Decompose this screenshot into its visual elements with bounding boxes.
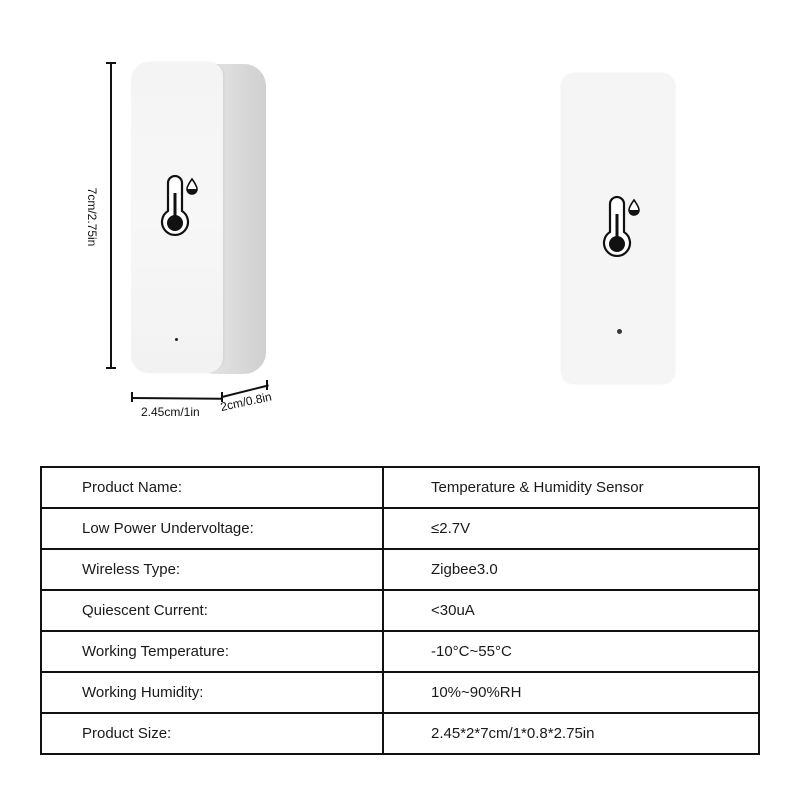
spec-value: -10°C~55°C [382,630,760,673]
status-led [175,338,178,341]
spec-label: Low Power Undervoltage: [40,507,384,550]
table-row: Product Size: 2.45*2*7cm/1*0.8*2.75in [40,712,760,755]
table-row: Working Humidity: 10%~90%RH [40,671,760,714]
table-row: Wireless Type: Zigbee3.0 [40,548,760,591]
spec-label: Wireless Type: [40,548,384,591]
spec-value: 10%~90%RH [382,671,760,714]
spec-value: Temperature & Humidity Sensor [382,466,760,509]
depth-dimension-cap [266,380,268,390]
spec-label: Working Humidity: [40,671,384,714]
width-dimension-label: 2.45cm/1in [141,405,200,419]
width-dimension-line [131,397,223,400]
height-dimension-cap-bottom [106,367,116,369]
spec-table: Product Name: Temperature & Humidity Sen… [40,466,760,755]
spec-label: Quiescent Current: [40,589,384,632]
status-led [617,329,622,334]
thermometer-humidity-icon [602,196,640,257]
table-row: Low Power Undervoltage: ≤2.7V [40,507,760,550]
spec-label: Product Name: [40,466,384,509]
depth-dimension-label: 2cm/0.8in [219,389,273,414]
spec-label: Product Size: [40,712,384,755]
height-dimension-line [110,63,112,368]
right-product-view [562,74,674,383]
table-row: Product Name: Temperature & Humidity Sen… [40,466,760,509]
table-row: Quiescent Current: <30uA [40,589,760,632]
spec-value: Zigbee3.0 [382,548,760,591]
height-dimension-label: 7cm/2.75in [85,187,99,247]
spec-label: Working Temperature: [40,630,384,673]
height-dimension-cap-top [106,62,116,64]
device-front-panel [131,62,223,373]
table-row: Working Temperature: -10°C~55°C [40,630,760,673]
thermometer-humidity-icon [160,175,198,236]
width-dimension-cap-left [131,392,133,402]
spec-value: <30uA [382,589,760,632]
spec-value: 2.45*2*7cm/1*0.8*2.75in [382,712,760,755]
spec-value: ≤2.7V [382,507,760,550]
